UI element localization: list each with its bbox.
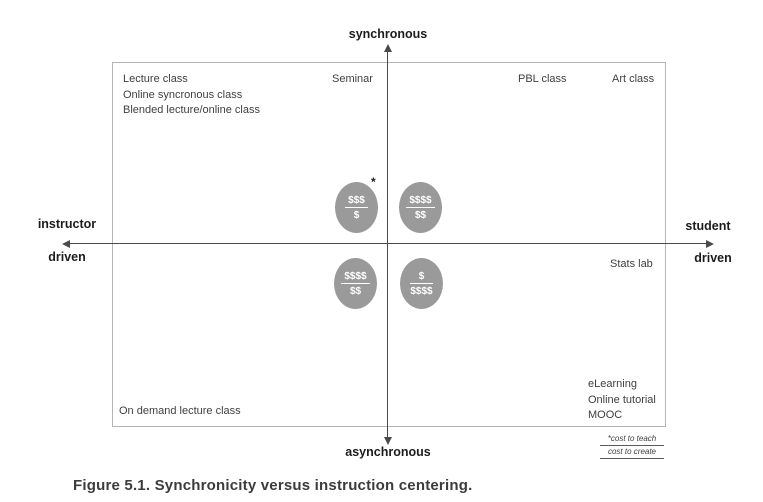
axis-label-asynchronous: asynchronous bbox=[345, 445, 431, 459]
up-arrowhead-icon bbox=[384, 44, 392, 52]
down-arrowhead-icon bbox=[384, 437, 392, 445]
asterisk-marker: * bbox=[371, 175, 376, 189]
label-mooc: MOOC bbox=[588, 409, 623, 421]
cost-numerator: $$$ bbox=[345, 195, 368, 208]
legend-cost-to-teach: *cost to teach bbox=[600, 434, 664, 446]
legend-cost-to-create: cost to create bbox=[600, 446, 664, 459]
axis-label-student: student bbox=[685, 219, 731, 233]
cost-legend: *cost to teach cost to create bbox=[600, 434, 664, 459]
label-art-class: Art class bbox=[612, 73, 655, 85]
label-blended-lecture-online-class: Blended lecture/online class bbox=[123, 104, 260, 116]
cost-circle-upper-right: $$$$ $$ bbox=[399, 182, 442, 233]
label-seminar: Seminar bbox=[332, 73, 373, 85]
axis-label-instructor-driven: driven bbox=[48, 250, 86, 264]
quadrant-label-group-bottom-right: eLearning Online tutorial MOOC bbox=[588, 377, 656, 424]
quadrant-label-group-top-left: Lecture class Online syncronous class Bl… bbox=[123, 72, 260, 119]
cost-circle-lower-left: $$$$ $$ bbox=[334, 258, 377, 309]
cost-denominator: $ bbox=[353, 209, 360, 221]
cost-fraction: $$$$ $$ bbox=[341, 271, 370, 297]
figure-caption: Figure 5.1. Synchronicity versus instruc… bbox=[73, 477, 473, 494]
label-pbl-class: PBL class bbox=[518, 73, 567, 85]
quadrant-box bbox=[112, 62, 666, 427]
axis-label-instructor: instructor bbox=[37, 217, 97, 231]
vertical-axis-line bbox=[387, 51, 389, 439]
left-arrowhead-icon bbox=[62, 239, 70, 248]
cost-denominator: $$ bbox=[349, 285, 362, 297]
cost-numerator: $$$$ bbox=[406, 195, 435, 208]
axis-label-student-driven: driven bbox=[694, 251, 732, 265]
cost-fraction: $$$$ $$ bbox=[406, 195, 435, 221]
axis-label-synchronous: synchronous bbox=[348, 27, 428, 41]
label-on-demand-lecture-class: On demand lecture class bbox=[119, 405, 241, 417]
cost-denominator: $$$$ bbox=[410, 285, 433, 297]
label-online-syncronous-class: Online syncronous class bbox=[123, 88, 243, 101]
cost-circle-upper-left: $$$ $ bbox=[335, 182, 378, 233]
cost-denominator: $$ bbox=[414, 209, 427, 221]
right-arrowhead-icon bbox=[706, 239, 714, 248]
cost-fraction: $$$ $ bbox=[345, 195, 368, 221]
label-online-tutorial: Online tutorial bbox=[588, 393, 656, 406]
horizontal-axis-line bbox=[69, 243, 708, 245]
cost-numerator: $ bbox=[410, 271, 433, 284]
label-stats-lab: Stats lab bbox=[610, 258, 653, 270]
cost-numerator: $$$$ bbox=[341, 271, 370, 284]
cost-circle-lower-right: $ $$$$ bbox=[400, 258, 443, 309]
label-elearning: eLearning bbox=[588, 378, 637, 390]
cost-fraction: $ $$$$ bbox=[410, 271, 433, 297]
label-lecture-class: Lecture class bbox=[123, 73, 188, 85]
